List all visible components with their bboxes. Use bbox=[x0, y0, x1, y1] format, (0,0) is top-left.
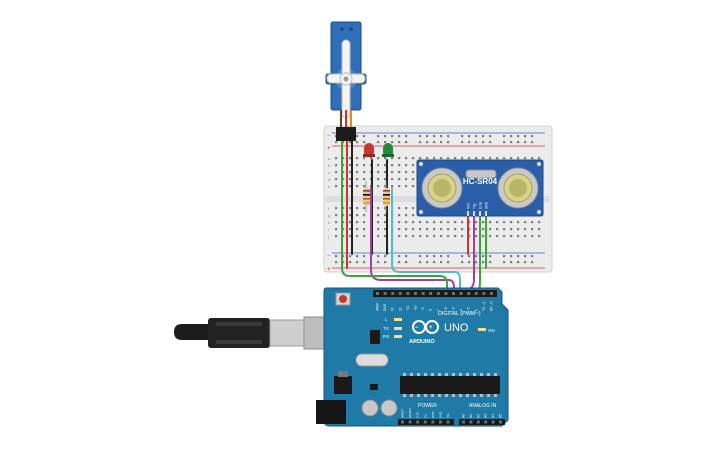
sensor-pin-label: GND bbox=[485, 201, 489, 209]
sensor-label: HC-SR04 bbox=[463, 177, 498, 186]
on-label: ON bbox=[488, 328, 495, 333]
row-label: c bbox=[328, 170, 330, 175]
row-label: g bbox=[328, 213, 330, 218]
wires bbox=[341, 136, 487, 297]
analog-pin-label: A2 bbox=[476, 414, 480, 418]
digital-pin-label: ~5 bbox=[452, 307, 456, 311]
digital-pin-label: 2 bbox=[474, 309, 478, 311]
analog-pin-label: A1 bbox=[469, 414, 473, 418]
digital-pin-label: GND bbox=[383, 303, 387, 311]
row-label: j bbox=[327, 234, 329, 239]
digital-label: DIGITAL (PWM~) bbox=[438, 311, 481, 317]
power-jack[interactable] bbox=[316, 400, 346, 424]
model-label: UNO bbox=[444, 322, 469, 334]
sensor-pin-label: Echo bbox=[479, 202, 483, 209]
analog-label: ANALOG IN bbox=[469, 403, 497, 409]
rail-minus-label: − bbox=[327, 133, 331, 139]
servo-horn bbox=[326, 39, 366, 119]
wire-cyan-led[interactable] bbox=[391, 187, 461, 297]
digital-pin-label: ~6 bbox=[444, 307, 448, 311]
power-pin-label: RESET bbox=[408, 408, 412, 418]
analog-pin-label: A5 bbox=[499, 414, 503, 418]
power-pin-label: 3.3V bbox=[416, 412, 420, 418]
rail-plus-label-bottom: + bbox=[327, 267, 331, 273]
voltage-regulator bbox=[334, 376, 352, 394]
power-pin-label: Vin bbox=[446, 413, 450, 418]
servo-connector bbox=[336, 127, 356, 141]
digital-pin-label: ~11 bbox=[406, 306, 410, 311]
wire-green-servo-arduino[interactable] bbox=[341, 267, 448, 297]
digital-pin-label: 7 bbox=[436, 309, 440, 311]
row-label: i bbox=[328, 227, 329, 232]
digital-pin-label: RX←0 bbox=[490, 301, 494, 311]
digital-pin-label: 8 bbox=[429, 309, 433, 311]
power-pin-label: IOREF bbox=[401, 409, 405, 418]
led-label-l: L bbox=[385, 317, 388, 322]
crystal bbox=[465, 169, 497, 179]
resistor-2[interactable] bbox=[383, 181, 390, 212]
power-label: POWER bbox=[418, 403, 437, 409]
led-label-rx: RX bbox=[383, 334, 389, 339]
brand-label: ARDUINO bbox=[409, 339, 435, 345]
transducer-left bbox=[421, 167, 463, 209]
row-label: d bbox=[328, 177, 330, 182]
analog-pin-label: A3 bbox=[484, 414, 488, 418]
led-red[interactable] bbox=[363, 143, 375, 157]
analog-pin-label: A4 bbox=[491, 414, 495, 418]
arduino-logo: − + bbox=[412, 320, 439, 334]
sensor-pin-label: Trig bbox=[473, 203, 477, 209]
capacitor-1 bbox=[361, 399, 379, 417]
usb-cable[interactable] bbox=[174, 316, 345, 350]
capacitor-2 bbox=[380, 399, 398, 417]
digital-pin-label: ~9 bbox=[421, 307, 425, 311]
wire-purple-led[interactable] bbox=[370, 187, 455, 297]
row-label: b bbox=[328, 163, 331, 168]
rail-plus-label: + bbox=[327, 146, 331, 152]
power-pin-label: GND bbox=[431, 411, 435, 419]
atmega-chip bbox=[400, 376, 500, 394]
digital-pin-label: AREF bbox=[376, 302, 380, 311]
digital-pin-label: TX→1 bbox=[482, 302, 486, 311]
analog-pin-label: A0 bbox=[462, 414, 466, 418]
digital-pin-label: ~10 bbox=[414, 305, 418, 311]
row-label: h bbox=[328, 220, 330, 225]
status-leds: L TX RX ON bbox=[383, 317, 495, 339]
digital-pin-label: 13 bbox=[391, 307, 395, 311]
crystal-oscillator bbox=[355, 353, 389, 367]
svg-text:−: − bbox=[415, 325, 419, 331]
led-green[interactable] bbox=[382, 143, 394, 157]
transducer-right bbox=[497, 167, 539, 209]
svg-text:+: + bbox=[429, 325, 433, 331]
digital-pin-label: ~3 bbox=[467, 307, 471, 311]
power-pin-label: GND bbox=[439, 411, 443, 419]
usb-chip bbox=[370, 330, 380, 344]
row-label: e bbox=[328, 184, 331, 189]
rail-minus-label-bottom: − bbox=[327, 253, 331, 259]
digital-pin-label: 12 bbox=[398, 307, 402, 311]
resistor-1[interactable] bbox=[363, 181, 370, 212]
row-label: f bbox=[328, 206, 330, 211]
servo-motor[interactable] bbox=[325, 21, 367, 141]
power-pin-label: 5V bbox=[423, 414, 427, 418]
row-label: a bbox=[328, 156, 331, 161]
led-label-tx: TX bbox=[383, 326, 389, 331]
digital-pin-label: 4 bbox=[459, 309, 463, 311]
sensor-pin-label: VCC bbox=[467, 202, 471, 209]
